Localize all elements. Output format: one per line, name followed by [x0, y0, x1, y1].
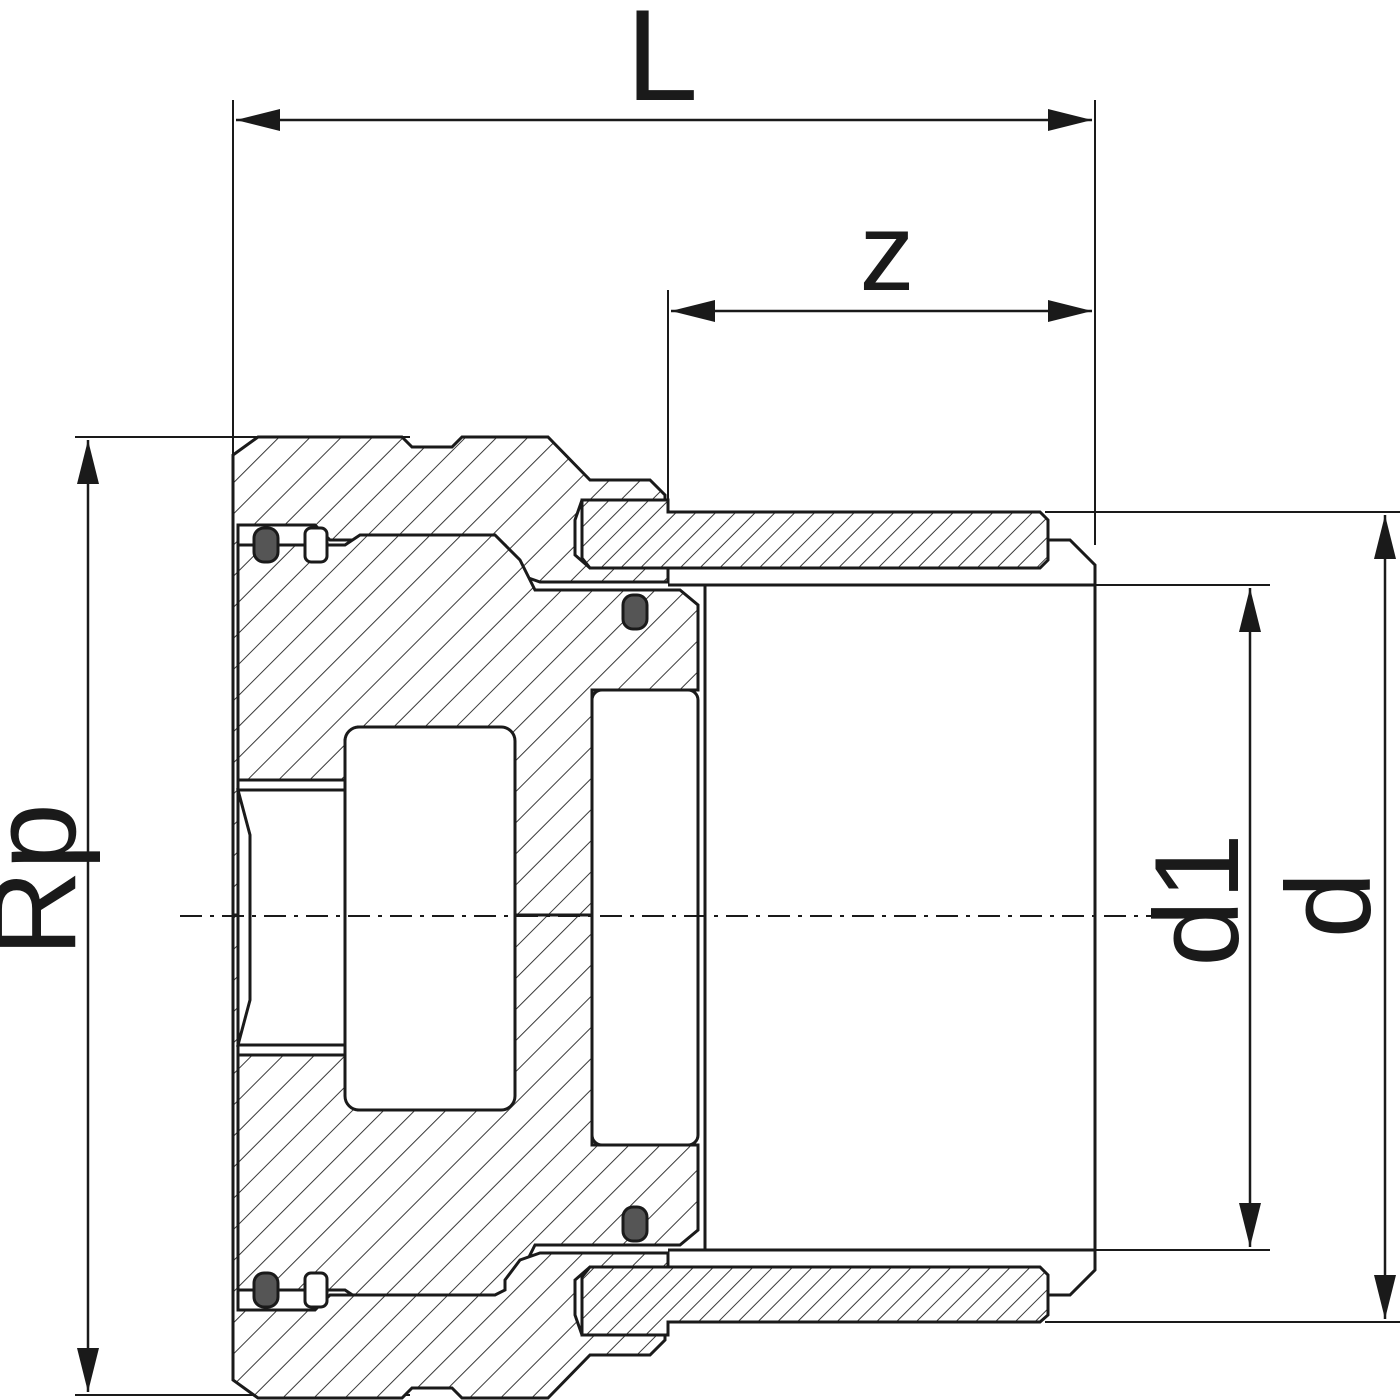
pipe-outline [1048, 538, 1097, 1297]
pipe-wall-upper [580, 498, 1050, 570]
body-outer-lower [231, 913, 670, 1400]
pipe-wall-lower [580, 1265, 1050, 1337]
o-ring-lower-left [252, 1271, 280, 1309]
retainer-upper-left [303, 526, 329, 564]
pipe [580, 498, 1097, 1337]
retainer-lower-left [303, 1271, 329, 1309]
inner-cavity [343, 725, 517, 1112]
label-insertion-depth: z [860, 191, 915, 314]
label-thread: Rp [0, 803, 101, 956]
label-outer-diameter: d [1262, 872, 1396, 939]
seals [252, 526, 649, 1309]
fitting-bore [236, 688, 700, 1147]
dimension-lines [77, 109, 1396, 1392]
thread-bore [236, 788, 347, 1047]
o-ring-upper-right [621, 593, 649, 631]
extension-lines [75, 100, 1400, 1396]
socket-recess [590, 688, 700, 1147]
o-ring-lower-right-seal [621, 1205, 649, 1243]
label-length: L [626, 0, 698, 128]
o-ring-upper-left [252, 526, 280, 564]
label-inner-diameter: d1 [1130, 833, 1264, 966]
